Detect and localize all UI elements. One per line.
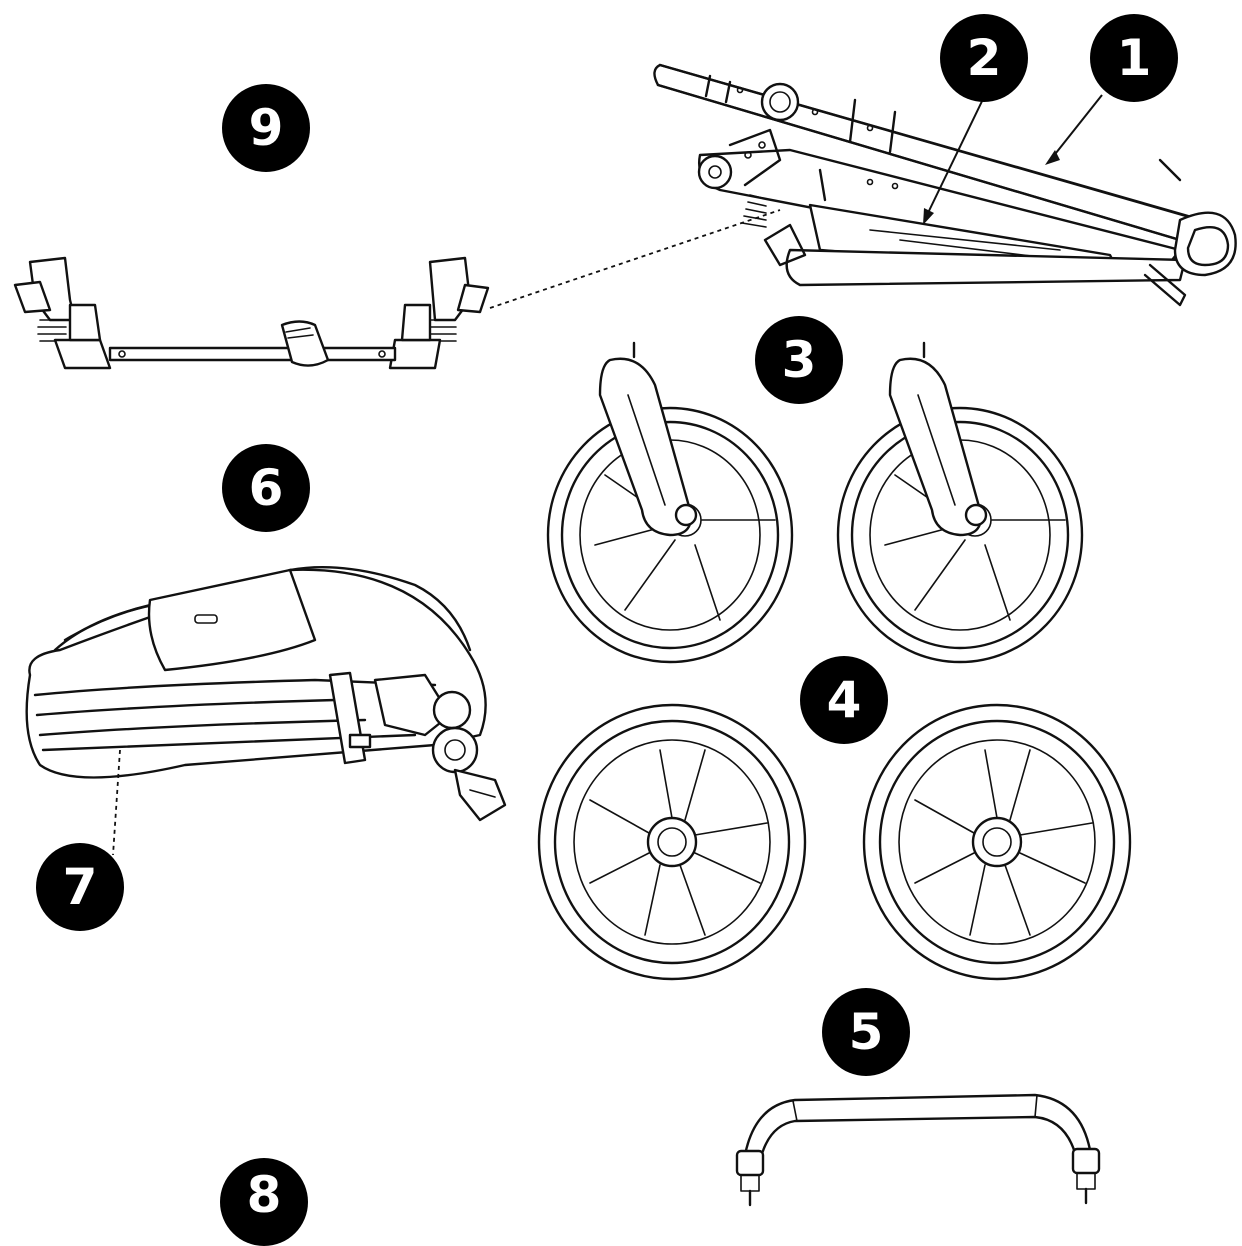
- callout-8: 8: [220, 1158, 308, 1246]
- rear-wheels-icon: [535, 703, 1145, 985]
- folded-chassis-frame-icon: [640, 50, 1240, 310]
- bumper-bar-icon: [715, 1085, 1115, 1217]
- callout-7: 7: [36, 843, 124, 931]
- front-swivel-wheels-icon: [530, 335, 1130, 670]
- seat-unit-icon: [15, 565, 515, 856]
- parts-diagram: 1 2 9: [10, 14, 1240, 1246]
- car-seat-adapter-icon: [10, 209, 781, 390]
- callout-9: 9: [222, 84, 310, 172]
- callout-4: 4: [800, 656, 888, 744]
- callout-2: 2: [940, 14, 1028, 102]
- callout-3: 3: [755, 316, 843, 404]
- callout-1: 1: [1090, 14, 1178, 102]
- callout-6: 6: [222, 444, 310, 532]
- callout-5: 5: [822, 988, 910, 1076]
